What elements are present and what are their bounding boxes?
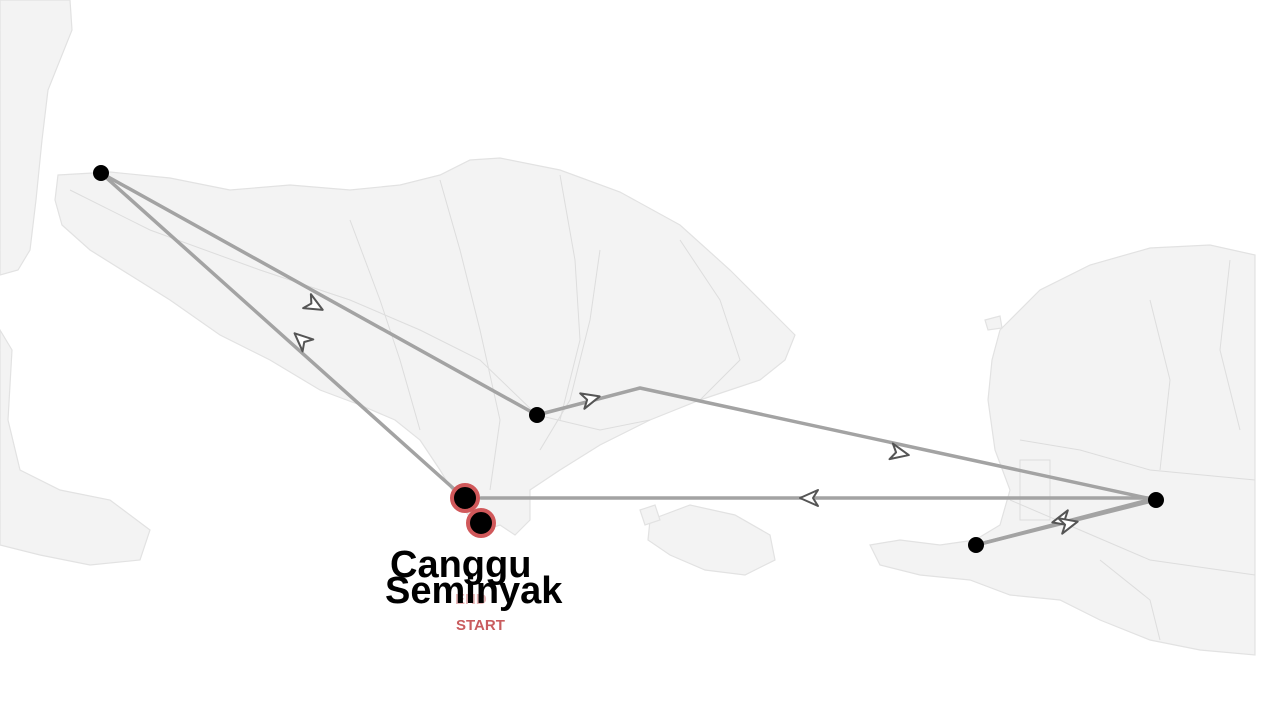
stop-marker-central[interactable]	[529, 407, 545, 423]
landmass-bali	[54, 157, 796, 536]
arrow-layer	[293, 293, 1079, 535]
start-tag: START	[456, 617, 505, 634]
stop-marker-northwest[interactable]	[93, 165, 109, 181]
direction-arrow-icon	[579, 392, 601, 410]
stop-marker-seminyak[interactable]	[466, 508, 496, 538]
landmass-java-south	[0, 328, 151, 566]
stop-marker-lombok[interactable]	[1148, 492, 1164, 508]
place-label-canggu: Canggu	[390, 544, 531, 586]
route-northwest-to-central	[99, 171, 539, 417]
landmass-gili	[984, 315, 1003, 331]
label-layer: Canggu END Seminyak START	[385, 544, 563, 634]
direction-arrow-icon	[1057, 517, 1079, 535]
route-canggu-to-northwest	[99, 171, 465, 499]
land-layer	[0, 0, 1256, 656]
road-layer	[69, 174, 1256, 641]
landmass-lombok	[869, 244, 1256, 656]
stop-layer	[93, 165, 1164, 553]
place-label-seminyak: Seminyak	[385, 570, 563, 612]
direction-arrow-icon	[799, 489, 819, 507]
end-tag: END	[455, 591, 487, 608]
stop-marker-canggu[interactable]	[450, 483, 480, 513]
direction-arrow-icon	[293, 332, 315, 353]
direction-arrow-icon	[302, 293, 324, 311]
route-central-to-lombok	[535, 386, 1158, 502]
landmass-java	[0, 0, 73, 276]
stop-marker-south-lombok[interactable]	[968, 537, 984, 553]
direction-arrow-icon	[888, 442, 910, 461]
landmass-nusa-lembongan	[639, 504, 661, 526]
landmass-nusa-penida	[647, 504, 776, 576]
